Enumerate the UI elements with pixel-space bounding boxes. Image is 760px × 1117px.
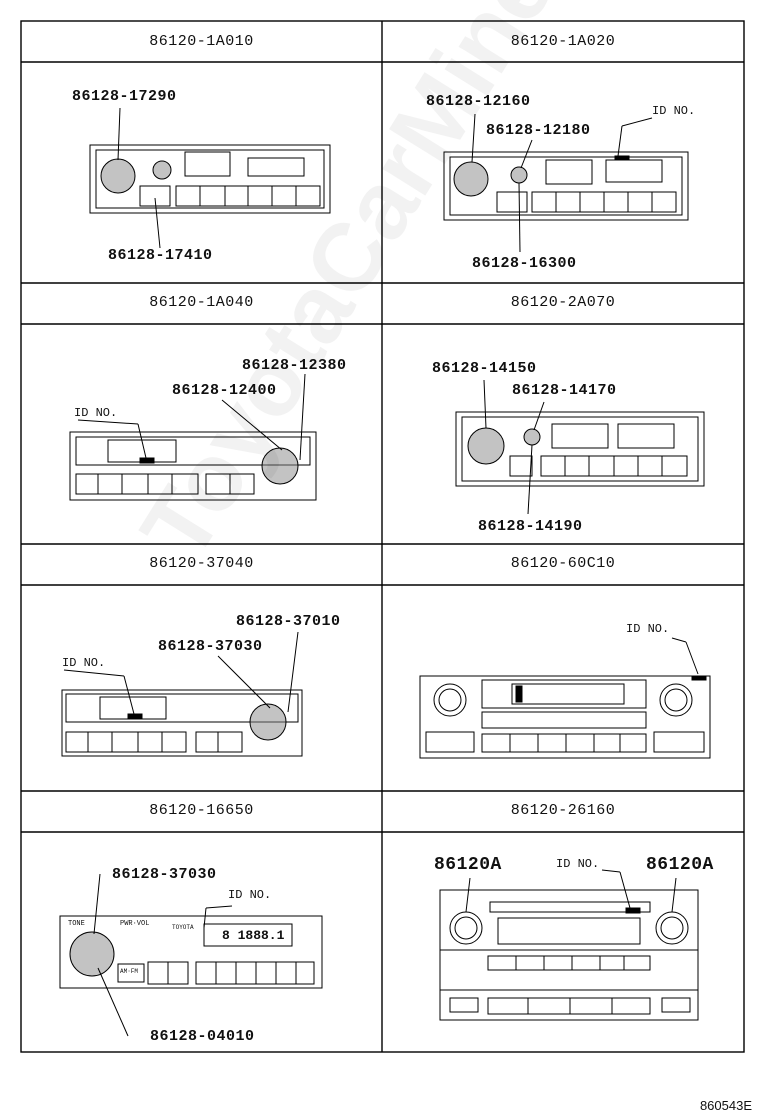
id-no-label: ID NO. <box>62 656 106 670</box>
id-no-label: ID NO. <box>652 104 696 118</box>
panel-37040 <box>61 631 303 757</box>
panel-2a070 <box>455 379 705 515</box>
display-readout: 8 1888.1 <box>222 928 285 943</box>
part-label: 86128-37030 <box>158 638 263 655</box>
header-86120-60c10: 86120-60C10 <box>510 555 616 572</box>
part-label: 86128-12380 <box>242 357 347 374</box>
id-no-label: ID NO. <box>556 857 600 871</box>
header-86120-26160: 86120-26160 <box>510 802 616 819</box>
part-label: 86120A <box>434 855 502 875</box>
panel-1a010 <box>89 107 331 249</box>
header-86120-1a040: 86120-1A040 <box>149 294 254 311</box>
part-label: 86128-37030 <box>112 866 217 883</box>
part-label: 86128-12160 <box>426 93 531 110</box>
brand-label: TOYOTA <box>172 924 194 931</box>
panel-26160 <box>439 869 699 1021</box>
part-label: 86128-12400 <box>172 382 277 399</box>
footer-code: 860543E <box>699 1098 752 1113</box>
part-label: 86128-14190 <box>478 518 583 535</box>
tone-label: TONE <box>68 920 85 928</box>
id-no-label: ID NO. <box>626 622 670 636</box>
am-fm-button-label: AM·FM <box>120 968 139 975</box>
id-no-label: ID NO. <box>74 406 118 420</box>
header-86120-16650: 86120-16650 <box>149 802 254 819</box>
panel-16650 <box>59 873 323 1037</box>
part-label: 86128-14150 <box>432 360 537 377</box>
part-label: 86128-12180 <box>486 122 591 139</box>
part-label: 86128-14170 <box>512 382 617 399</box>
panel-1a040 <box>69 373 317 501</box>
part-label: 86128-04010 <box>150 1028 255 1045</box>
header-86120-37040: 86120-37040 <box>149 555 254 572</box>
panel-1a020 <box>443 113 689 253</box>
header-86120-1a010: 86120-1A010 <box>149 33 254 50</box>
header-86120-2a070: 86120-2A070 <box>510 294 616 311</box>
part-label: 86128-37010 <box>236 613 341 630</box>
header-86120-1a020: 86120-1A020 <box>510 33 616 50</box>
id-no-label: ID NO. <box>228 888 272 902</box>
panel-60c10 <box>419 637 711 759</box>
part-label: 86128-17410 <box>108 247 213 264</box>
part-label: 86128-17290 <box>72 88 177 105</box>
part-label: 86128-16300 <box>472 255 577 272</box>
pwr-vol-label: PWR·VOL <box>120 920 150 928</box>
part-label: 86120A <box>646 855 714 875</box>
